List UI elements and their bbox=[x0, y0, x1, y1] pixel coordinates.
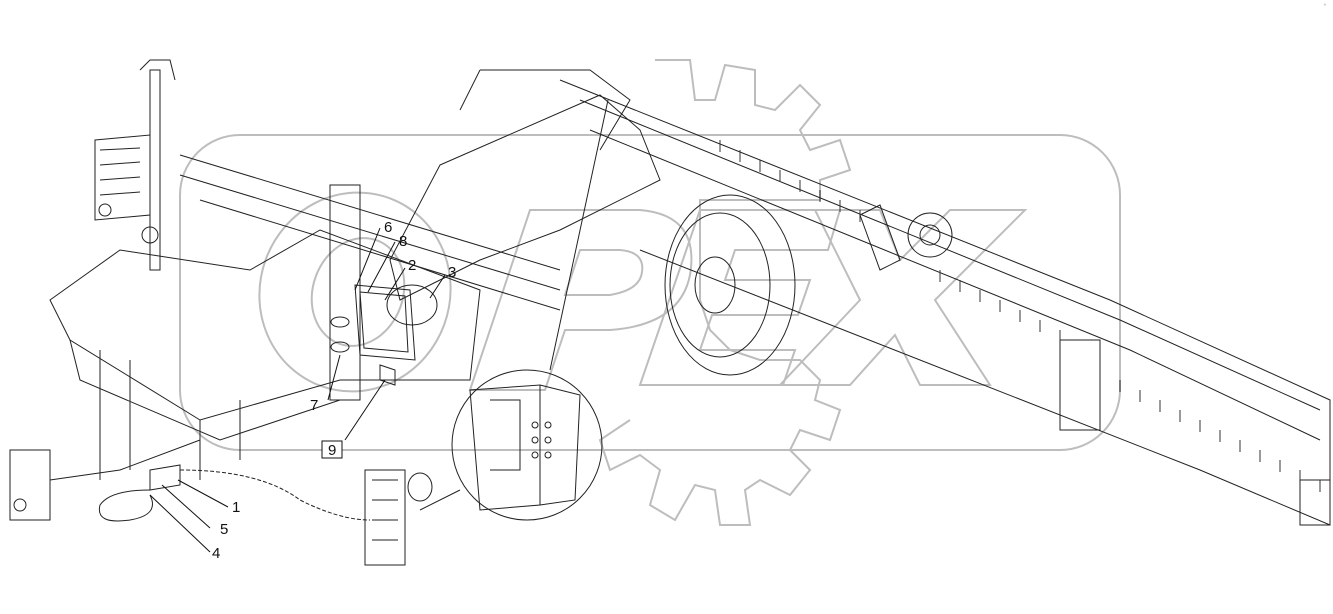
callout-7: 7 bbox=[310, 397, 318, 414]
callout-4: 4 bbox=[212, 545, 220, 562]
callout-5: 5 bbox=[220, 521, 228, 538]
sensor-lower bbox=[149, 464, 181, 491]
wheel bbox=[664, 194, 796, 376]
tine-row bbox=[719, 140, 1321, 492]
callout-2: 2 bbox=[408, 257, 416, 274]
watermark-gear bbox=[598, 59, 852, 526]
watermark-letter-x bbox=[777, 209, 1028, 386]
connector-plug bbox=[407, 472, 433, 502]
watermark-letter-e bbox=[638, 209, 842, 386]
callout-leaders bbox=[149, 227, 446, 553]
watermark-frame bbox=[179, 134, 1121, 451]
callouts: 6 8 2 3 7 9 1 5 4 bbox=[212, 219, 456, 562]
sensor-bracket bbox=[354, 284, 416, 361]
sensor-housing bbox=[386, 284, 438, 326]
watermark-letter-p bbox=[468, 209, 693, 391]
corner-mark: ° bbox=[1323, 4, 1327, 10]
detail-view bbox=[451, 369, 603, 521]
machine-drawing bbox=[9, 59, 1331, 566]
connector-bracket bbox=[364, 469, 406, 566]
gearbox-left bbox=[94, 134, 151, 221]
opex-watermark bbox=[179, 59, 1121, 526]
callout-8: 8 bbox=[399, 233, 407, 250]
callout-3: 3 bbox=[448, 264, 456, 281]
callout-9: 9 bbox=[328, 442, 336, 459]
watermark-letter-o-inner bbox=[310, 237, 406, 347]
callout-1: 1 bbox=[232, 499, 240, 516]
callout-9-box bbox=[321, 440, 343, 459]
callout-6: 6 bbox=[384, 219, 392, 236]
cable-run bbox=[179, 469, 371, 521]
cable-coil bbox=[98, 489, 153, 522]
